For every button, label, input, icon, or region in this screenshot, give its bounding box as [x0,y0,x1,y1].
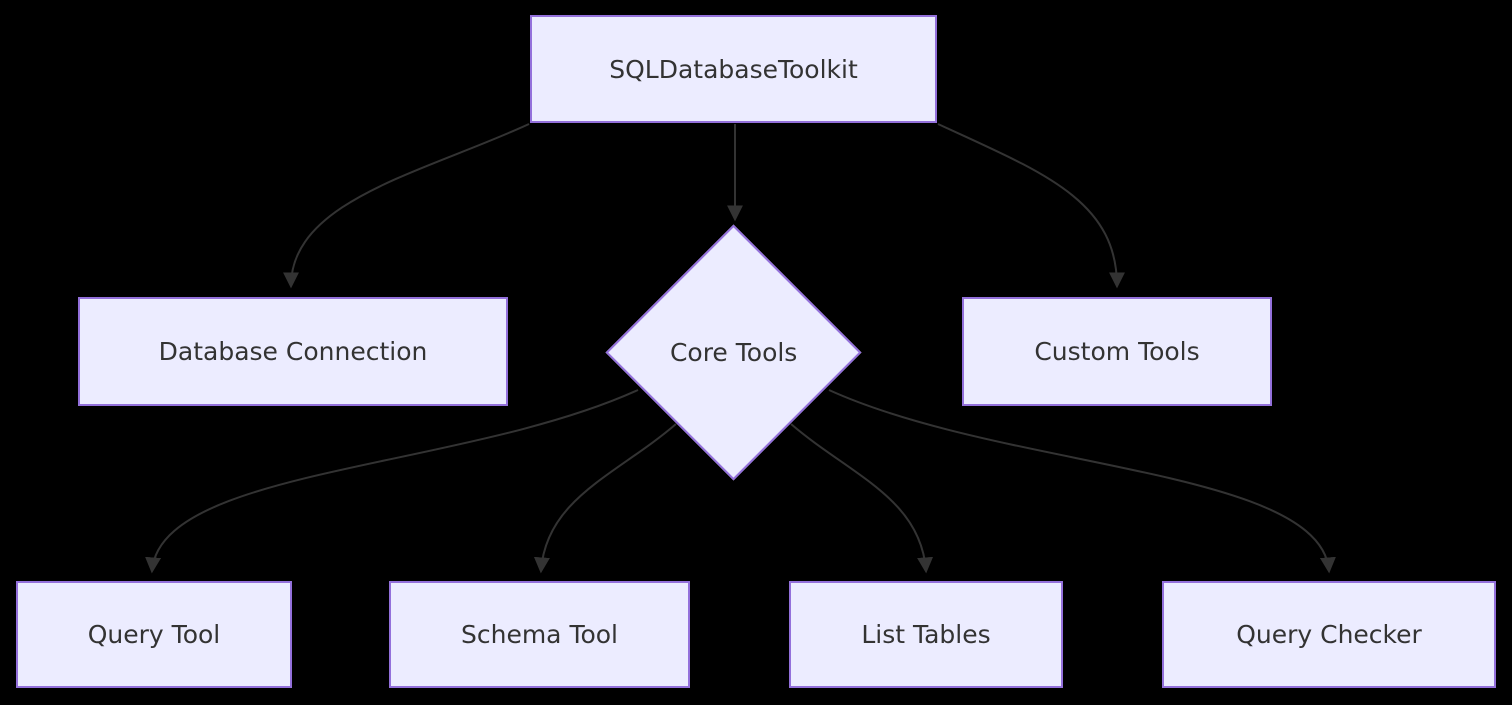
node-database-connection-label: Database Connection [158,337,428,366]
node-custom-tools-label: Custom Tools [1034,337,1200,366]
edge-toolkit-to-custom-tools [937,123,1125,289]
node-sqldatabasetoolkit: SQLDatabaseToolkit [530,15,937,123]
node-database-connection: Database Connection [78,297,508,406]
node-query-tool: Query Tool [16,581,292,688]
node-list-tables-label: List Tables [861,620,991,649]
node-query-checker: Query Checker [1162,581,1496,688]
node-custom-tools: Custom Tools [962,297,1272,406]
node-query-tool-label: Query Tool [87,620,221,649]
node-schema-tool: Schema Tool [389,581,690,688]
edge-core-tools-to-list-tables [790,423,934,574]
edge-core-tools-to-query-tool [145,389,639,574]
node-schema-tool-label: Schema Tool [460,620,619,649]
edge-core-tools-to-schema-tool [533,423,677,574]
node-sqldatabasetoolkit-label: SQLDatabaseToolkit [609,54,858,84]
node-query-checker-label: Query Checker [1236,620,1422,649]
node-list-tables: List Tables [789,581,1063,688]
edge-core-tools-to-query-checker [828,389,1336,574]
edge-toolkit-to-db-connection [283,123,530,289]
node-core-tools-label: Core Tools [669,338,798,367]
